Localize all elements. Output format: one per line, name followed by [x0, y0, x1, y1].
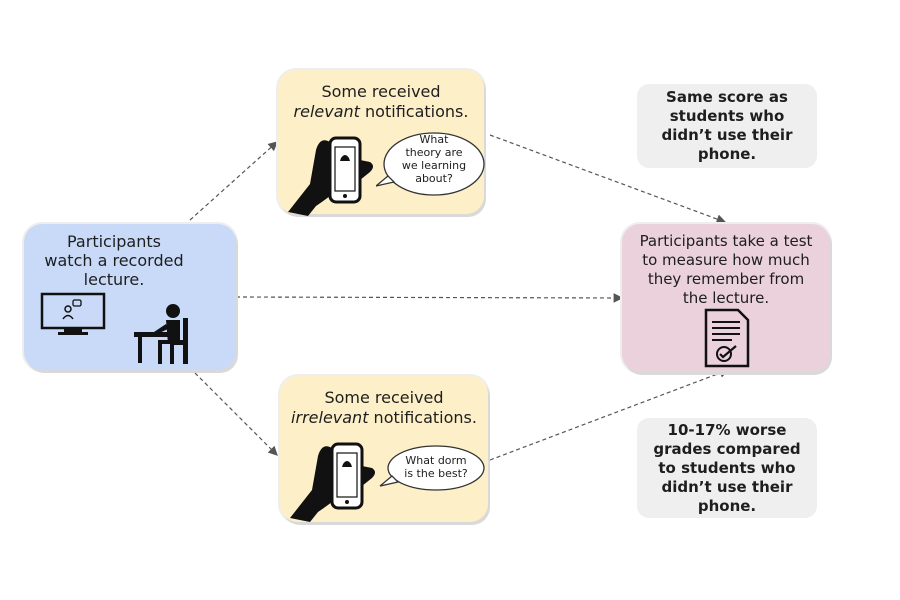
result-irrelevant-line-3: to students who [658, 459, 796, 477]
irrelevant-bubble-line-1: What dorm [405, 454, 467, 467]
relevant-line-1: Some received [321, 82, 441, 101]
irrelevant-emphasis: irrelevant [291, 408, 369, 427]
result-relevant-line-1: Same score as [666, 88, 788, 106]
phone-hand-icon [288, 136, 373, 216]
arrow-start-to-irrelevant [189, 367, 278, 456]
result-relevant-text: Same score as students who didn’t use th… [637, 88, 817, 164]
start-line-2: watch a recorded [44, 251, 184, 270]
result-relevant-line-3: didn’t use their [661, 126, 793, 144]
start-box: Participants watch a recorded lecture. [24, 224, 236, 370]
relevant-speech-bubble [376, 132, 485, 196]
irrelevant-text: Some received irrelevant notifications. [280, 388, 488, 428]
start-line-1: Participants [67, 232, 161, 251]
relevant-notifications-box: Some received relevant notifications. Wh… [278, 70, 485, 216]
test-line-2: to measure how much [642, 251, 810, 269]
arrow-start-to-relevant [189, 141, 278, 221]
result-irrelevant-text: 10-17% worse grades compared to students… [637, 421, 817, 516]
irrelevant-notifications-box: Some received irrelevant notifications. … [280, 376, 488, 522]
relevant-text: Some received relevant notifications. [278, 82, 484, 122]
irrelevant-line-2: irrelevant notifications. [280, 408, 488, 428]
monitor-icon [40, 292, 106, 335]
irrelevant-bubble-line-2: is the best? [404, 467, 468, 480]
test-line-3: they remember from [647, 270, 805, 288]
irrelevant-speech-bubble [379, 445, 485, 491]
relevant-emphasis: relevant [293, 102, 360, 121]
result-relevant-line-2: students who [669, 107, 785, 125]
relevant-line-2: relevant notifications. [278, 102, 484, 122]
irrelevant-rest: notifications. [368, 408, 477, 427]
test-line-1: Participants take a test [639, 232, 813, 250]
relevant-bubble-line-2: theory are [405, 146, 463, 159]
test-text: Participants take a test to measure how … [622, 232, 830, 308]
result-irrelevant-line-2: grades compared [653, 440, 801, 458]
relevant-bubble-line-3: we learning [401, 159, 467, 172]
result-irrelevant-line-4: didn’t use their [661, 478, 793, 496]
relevant-bubble-text: What theory are we learning about? [386, 133, 482, 185]
result-irrelevant-line-5: phone. [697, 497, 757, 515]
irrelevant-bubble-text: What dorm is the best? [388, 454, 484, 480]
result-irrelevant-box: 10-17% worse grades compared to students… [637, 418, 817, 518]
phone-hand-icon [290, 442, 375, 522]
arrow-start-to-test [235, 293, 624, 303]
test-document-icon [704, 308, 750, 368]
relevant-bubble-line-1: What [419, 133, 449, 146]
result-relevant-box: Same score as students who didn’t use th… [637, 84, 817, 168]
result-relevant-line-4: phone. [697, 145, 757, 163]
start-line-3: lecture. [83, 270, 145, 289]
relevant-bubble-line-4: about? [415, 172, 453, 185]
start-text: Participants watch a recorded lecture. [24, 232, 204, 289]
relevant-rest: notifications. [359, 102, 469, 121]
arrow-irrelevant-to-test [489, 368, 730, 461]
result-irrelevant-line-1: 10-17% worse [667, 421, 787, 439]
student-desk-icon [134, 304, 188, 364]
test-line-4: the lecture. [682, 289, 770, 307]
irrelevant-line-1: Some received [324, 388, 444, 407]
test-box: Participants take a test to measure how … [622, 224, 830, 372]
